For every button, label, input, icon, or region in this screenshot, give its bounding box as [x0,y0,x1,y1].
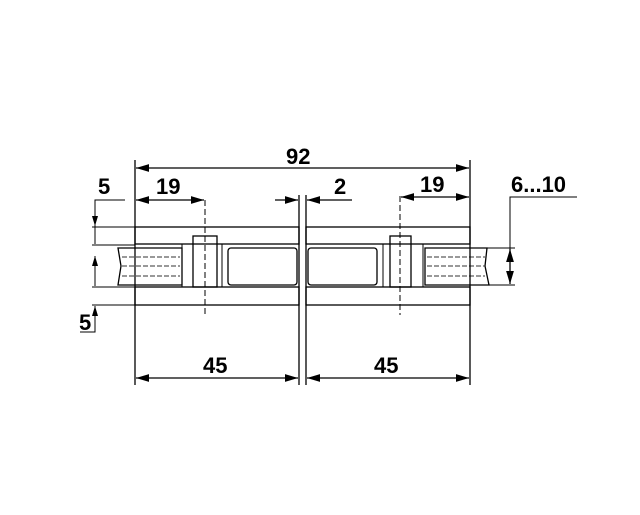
bolt-left [181,200,223,315]
extension-lines [92,160,471,385]
dim-leader-plate-bottom [80,306,98,333]
insert-left [227,247,298,286]
dim-plate-bottom: 5 [79,310,91,335]
dim-leader-plate-top [94,199,125,244]
bottom-plate-left [134,286,300,306]
dim-bolt-offset-right: 19 [420,172,444,197]
dim-half-right: 45 [374,353,398,378]
dim-leader-glass [509,196,577,249]
dim-plate-top: 5 [98,174,110,199]
glass-right [424,247,490,286]
dim-overall-width: 92 [286,144,310,169]
glass-left [117,247,183,286]
dim-bolt-offset-left: 19 [156,174,180,199]
insert-right [307,247,378,286]
bolt-right [382,196,424,315]
bottom-plate-right [305,286,471,306]
dim-half-left: 45 [203,353,227,378]
dim-gap: 2 [334,174,346,199]
dim-glass-thickness: 6...10 [511,172,566,197]
top-plate-right [305,226,471,245]
